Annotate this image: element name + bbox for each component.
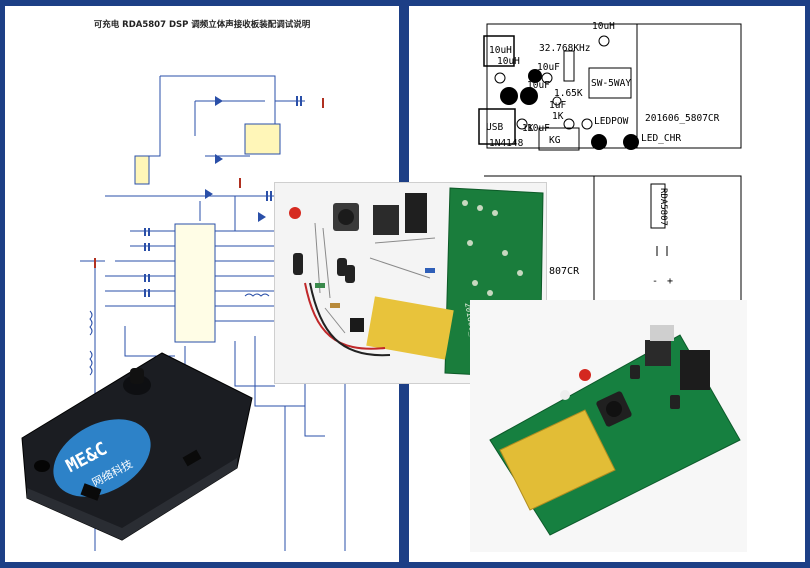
label-l1: 10uH (489, 45, 512, 56)
label-r1: 1.65K (554, 88, 583, 99)
label-l2: 10uH (497, 56, 520, 67)
assembled-board-illustration (489, 325, 741, 536)
label-usb: USB (486, 122, 503, 133)
label-minus: - (652, 276, 658, 287)
pcb-top-layout: 10uH 10uH 10uH 32.768KHz 10uF 10uF 1.65K… (478, 21, 742, 151)
enclosure-illustration: ME&C 网络科技 (21, 352, 253, 541)
label-c4: 1uF (549, 100, 566, 111)
circuit-schematic (80, 75, 346, 551)
label-led-pow: LEDPOW (594, 116, 629, 127)
label-plus: + (667, 276, 673, 287)
label-c2: 10uF (527, 80, 550, 91)
label-c1: 10uF (537, 62, 560, 73)
label-led-chr: LED_CHR (641, 133, 681, 144)
label-l3: 10uH (592, 21, 615, 32)
enclosure-photo: ME&C 网络科技 (12, 348, 260, 544)
label-diode: 1N4148 (489, 138, 524, 149)
label-board-name: 201606_5807CR (645, 113, 720, 124)
headphone-jack (34, 460, 50, 472)
assembled-board-photo (470, 300, 747, 552)
label-chip: RDA5807 (658, 188, 668, 226)
label-switch: SW-5WAY (591, 78, 631, 89)
label-r3: 1K (522, 123, 534, 134)
parts-kit-photo: 201606_5807CR (275, 183, 546, 383)
usb-port (80, 483, 102, 501)
label-board-name-partial: 807CR (549, 266, 580, 277)
page-title: 可充电 RDA5807 DSP 调频立体声接收板装配调试说明 (93, 20, 311, 30)
label-c3: 10uF (527, 123, 550, 134)
label-r2: 1K (552, 111, 564, 122)
label-crystal: 32.768KHz (539, 43, 590, 54)
label-key: KG (549, 135, 561, 146)
